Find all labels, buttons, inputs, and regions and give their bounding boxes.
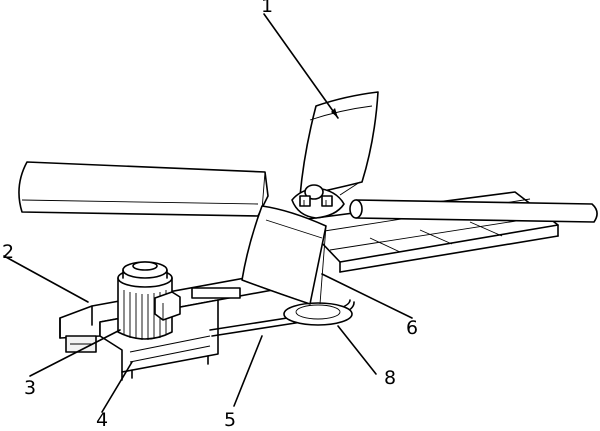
blade-right — [349, 199, 598, 223]
leader-lines — [3, 13, 413, 413]
blade-left — [18, 161, 269, 217]
label-2: 2 — [2, 241, 14, 263]
rotor-hub — [291, 184, 345, 219]
label-3: 3 — [24, 377, 36, 399]
blade-upper — [299, 91, 379, 197]
label-6: 6 — [406, 317, 418, 339]
label-8: 8 — [384, 367, 396, 389]
blade-lower — [241, 205, 327, 305]
label-1: 1 — [261, 0, 273, 17]
belt-drive — [209, 299, 355, 337]
label-5: 5 — [224, 409, 236, 431]
motor — [117, 261, 181, 340]
label-4: 4 — [96, 409, 108, 431]
